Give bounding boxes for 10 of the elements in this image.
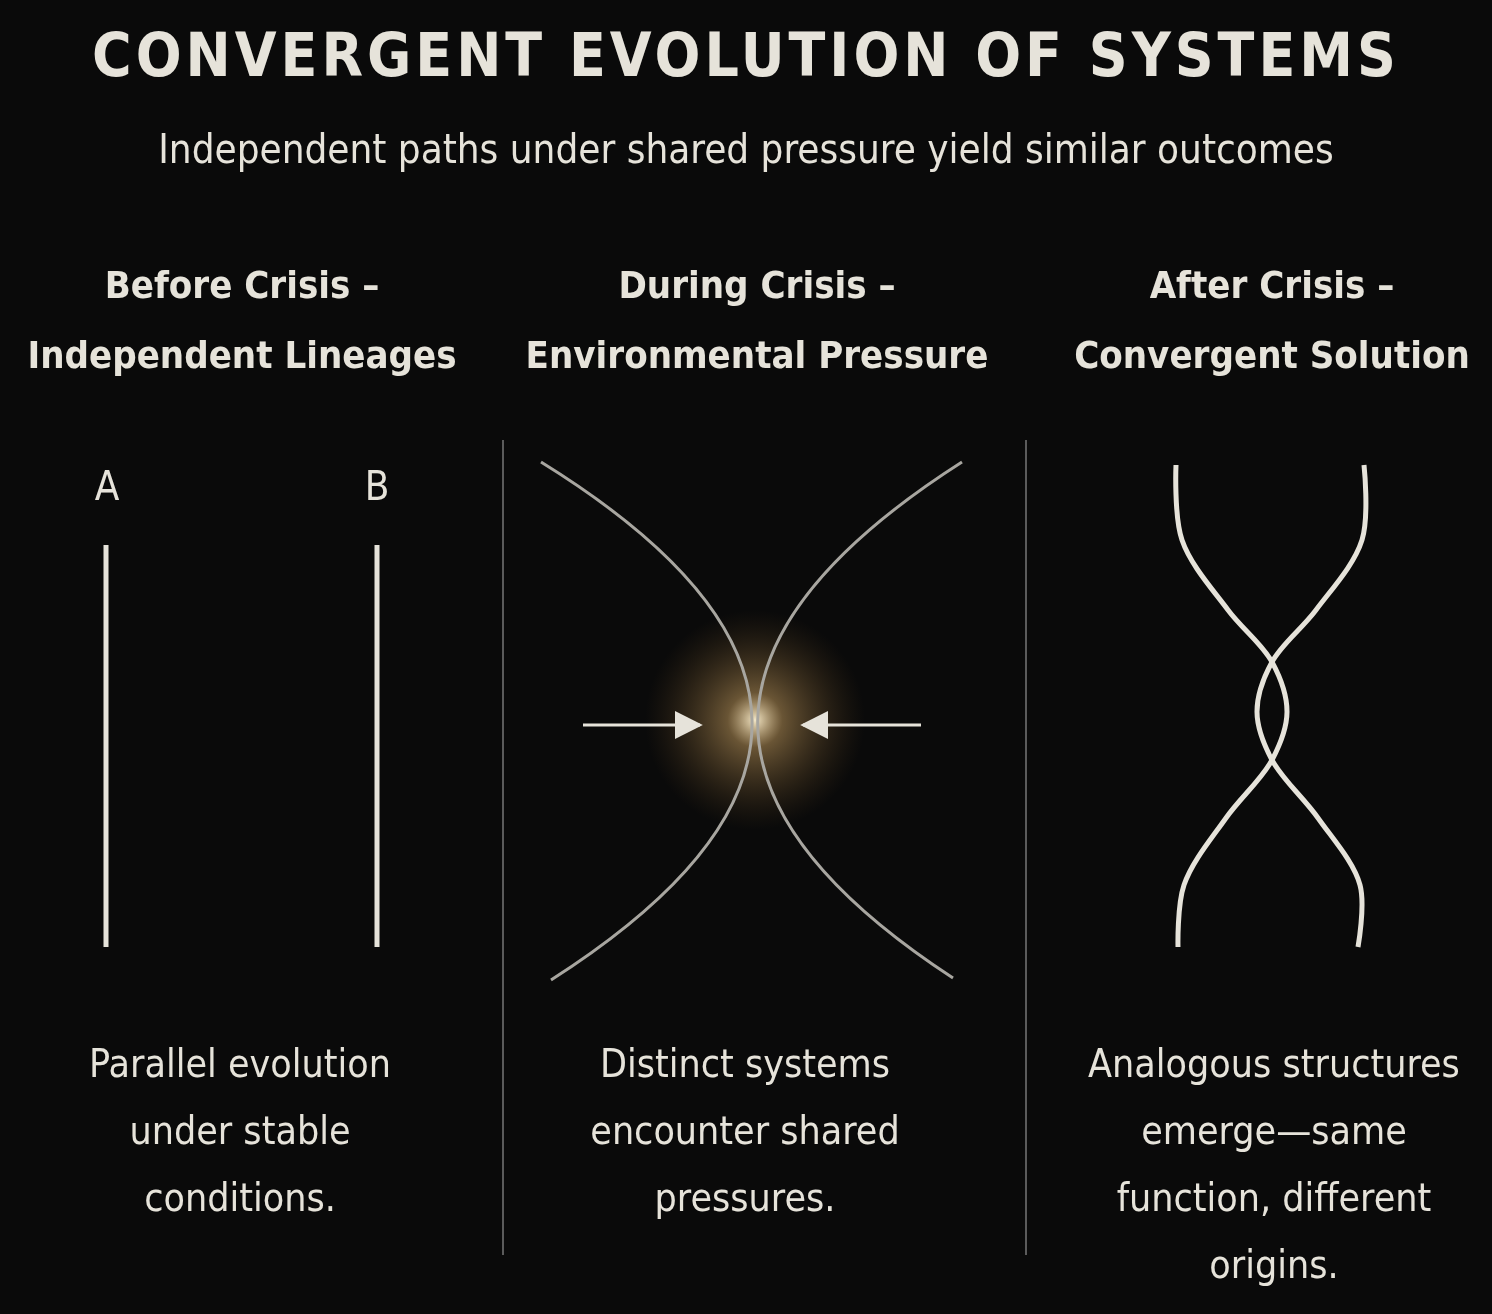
column-heading: Before Crisis – Independent Lineages (26, 262, 458, 379)
description: Distinct systems encounter shared pressures. (589, 1040, 901, 1222)
lineage-label: A (93, 462, 121, 510)
column-heading: After Crisis – Convergent Solution (1073, 262, 1471, 379)
column-heading: During Crisis – Environmental Pressure (524, 262, 990, 379)
subtitle: Independent paths under shared pressure yield similar outcomes (157, 125, 1335, 173)
description: Parallel evolution under stable conditions. (88, 1040, 392, 1222)
lineage-label: B (363, 462, 391, 510)
description: Analogous structures emerge—same function, different origins. (1087, 1040, 1461, 1289)
title: CONVERGENT EVOLUTION OF SYSTEMS (91, 20, 1401, 90)
